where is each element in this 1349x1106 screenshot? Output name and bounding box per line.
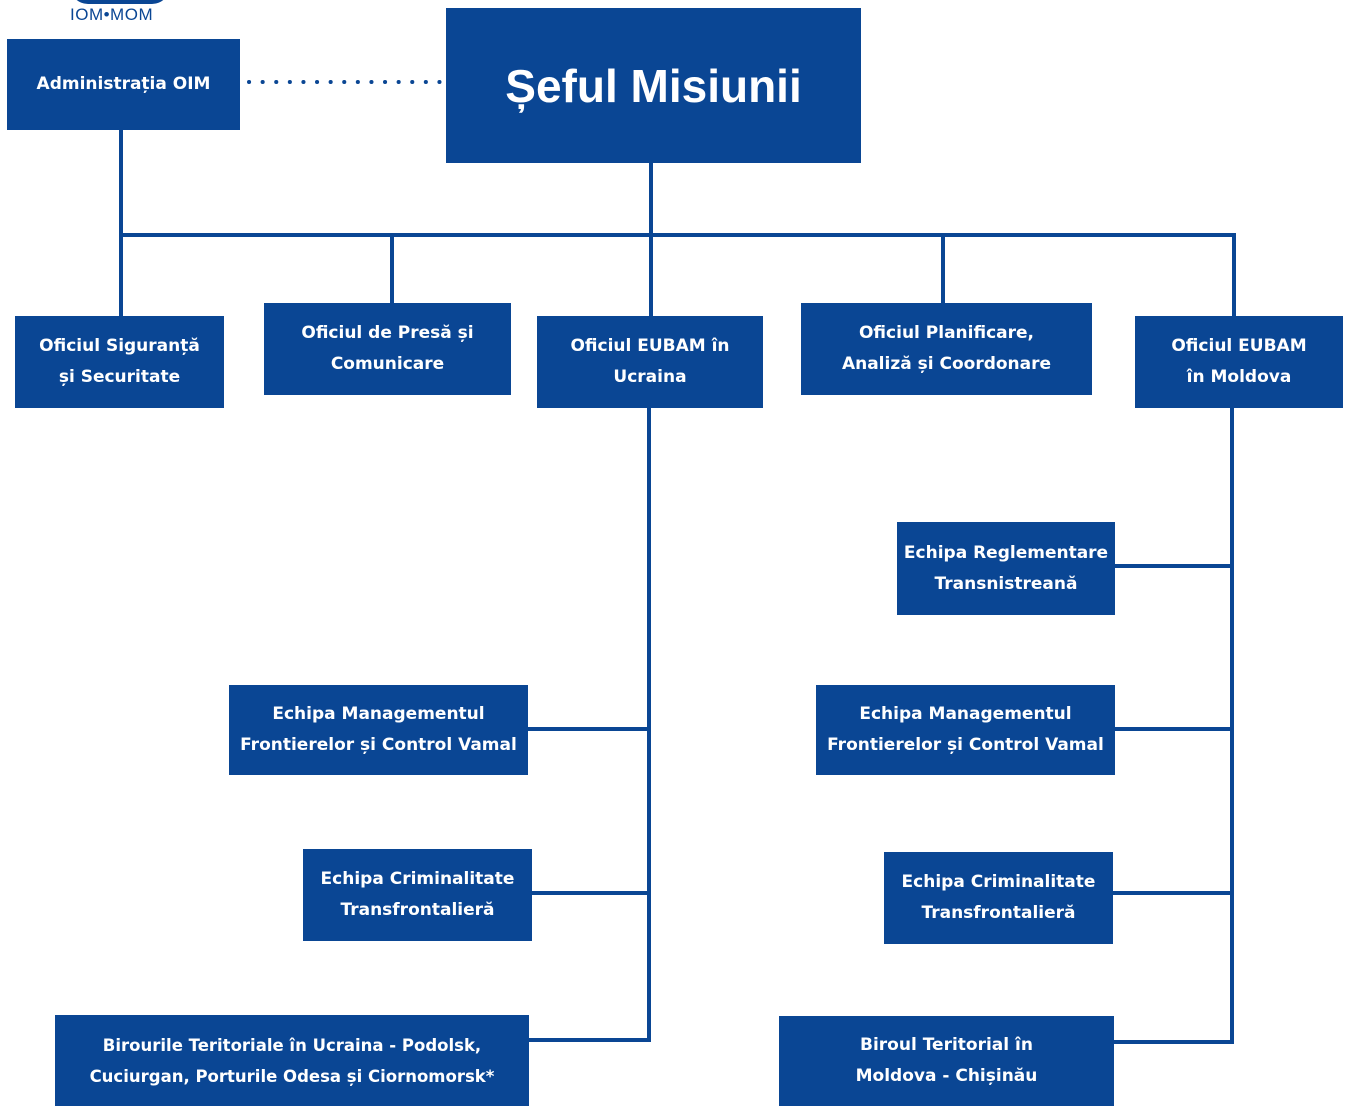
ua-border-team-line-2: Frontierelor și Control Vamal xyxy=(240,735,517,755)
office-press-line-1: Oficiul de Presă și xyxy=(301,323,474,343)
ua-territorial-offices-line-2: Cuciurgan, Porturile Odesa și Ciornomors… xyxy=(89,1066,495,1086)
ua-border-team-box: Echipa Managementul Frontierelor și Cont… xyxy=(229,685,528,775)
md-territorial-office-line-1: Biroul Teritorial în xyxy=(860,1035,1033,1055)
office-press-box: Oficiul de Presă și Comunicare xyxy=(264,303,511,395)
logo-text: IOM•MOM xyxy=(70,5,154,24)
office-planning-line-2: Analiză și Coordonare xyxy=(841,354,1052,374)
iom-logo: IOM•MOM xyxy=(70,0,180,28)
office-planning-box: Oficiul Planificare, Analiză și Coordona… xyxy=(801,303,1092,395)
admin-box: Administrația OIM xyxy=(7,39,240,130)
ua-crime-team-box: Echipa Criminalitate Transfrontalieră xyxy=(303,849,532,941)
md-crime-team-line-2: Transfrontalieră xyxy=(921,903,1076,923)
md-crime-team-line-1: Echipa Criminalitate xyxy=(901,872,1096,892)
office-eubam-moldova-line-2: în Moldova xyxy=(1186,367,1292,387)
office-eubam-moldova-box: Oficiul EUBAM în Moldova xyxy=(1135,316,1343,408)
md-border-team-box: Echipa Managementul Frontierelor și Cont… xyxy=(816,685,1115,775)
office-safety-line-1: Oficiul Siguranță xyxy=(39,336,200,356)
office-eubam-ukraine-line-2: Ucraina xyxy=(613,367,687,387)
ua-crime-team-line-1: Echipa Criminalitate xyxy=(320,869,515,889)
md-transnistria-team-box: Echipa Reglementare Transnistreană xyxy=(897,522,1115,615)
ua-border-team-line-1: Echipa Managementul xyxy=(272,704,485,724)
md-border-team-line-2: Frontierelor și Control Vamal xyxy=(827,735,1104,755)
office-planning-line-1: Oficiul Planificare, xyxy=(858,323,1034,343)
md-territorial-office-box: Biroul Teritorial în Moldova - Chișinău xyxy=(779,1016,1114,1106)
office-safety-line-2: și Securitate xyxy=(58,367,181,387)
office-eubam-ukraine-line-1: Oficiul EUBAM în xyxy=(570,336,730,356)
md-border-team-line-1: Echipa Managementul xyxy=(859,704,1072,724)
head-of-mission-label: Șeful Misiunii xyxy=(505,59,802,112)
md-transnistria-team-line-1: Echipa Reglementare xyxy=(903,542,1109,563)
md-transnistria-team-line-2: Transnistreană xyxy=(934,573,1078,594)
logo-emblem-icon xyxy=(70,0,170,4)
head-of-mission-box: Șeful Misiunii xyxy=(446,8,861,163)
office-eubam-ukraine-box: Oficiul EUBAM în Ucraina xyxy=(537,316,763,408)
office-safety-box: Oficiul Siguranță și Securitate xyxy=(15,316,224,408)
ua-crime-team-line-2: Transfrontalieră xyxy=(340,900,495,920)
ua-territorial-offices-box: Birourile Teritoriale în Ucraina - Podol… xyxy=(55,1015,529,1106)
md-crime-team-box: Echipa Criminalitate Transfrontalieră xyxy=(884,852,1113,944)
office-press-line-2: Comunicare xyxy=(330,354,445,374)
admin-label: Administrația OIM xyxy=(36,74,211,94)
ua-territorial-offices-line-1: Birourile Teritoriale în Ucraina - Podol… xyxy=(102,1035,482,1055)
md-territorial-office-line-2: Moldova - Chișinău xyxy=(855,1066,1038,1086)
office-eubam-moldova-line-1: Oficiul EUBAM xyxy=(1171,336,1307,356)
